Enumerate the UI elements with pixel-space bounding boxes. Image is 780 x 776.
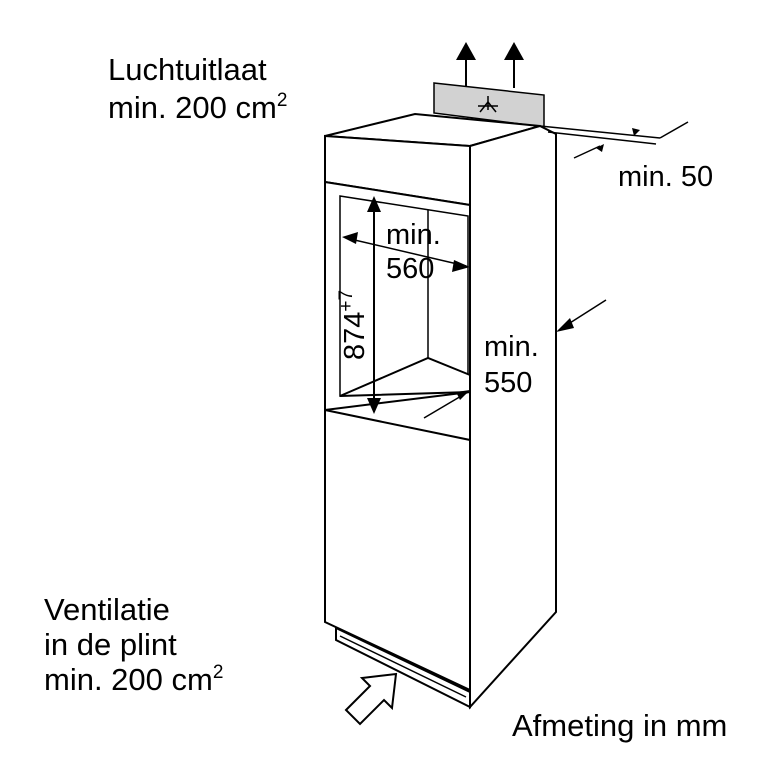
arrow-up-icon <box>504 42 524 88</box>
air-outlet-title: Luchtuitlaat <box>108 52 267 87</box>
width-label-min: min. <box>386 219 441 251</box>
width-label-value: 560 <box>386 253 434 285</box>
cabinet-side-panel <box>469 124 557 710</box>
depth-arrow <box>556 299 607 332</box>
width-arrow <box>342 232 470 272</box>
plinth-label-line2: in de plint <box>44 627 177 662</box>
appliance-door <box>324 408 471 692</box>
height-label: 874+7 <box>336 290 371 360</box>
rear-gap-marker <box>539 121 689 159</box>
opening-depth-marker <box>423 390 470 419</box>
arrow-up-icon <box>456 42 476 88</box>
plinth <box>335 626 471 709</box>
air-outlet-min: min. 200 cm2 <box>108 90 287 125</box>
depth-label-min: min. <box>484 331 539 363</box>
plinth-label-line1: Ventilatie <box>44 592 170 627</box>
depth-label-value: 550 <box>484 367 532 399</box>
height-arrow <box>367 196 381 414</box>
rear-gap-label: min. 50 <box>618 161 713 193</box>
opening-floor <box>339 356 471 397</box>
intake-arrow-icon <box>344 672 398 726</box>
dimensions-note: Afmeting in mm <box>512 708 727 743</box>
plinth-label-min: min. 200 cm2 <box>44 662 223 697</box>
plinth-inner-line <box>339 635 467 698</box>
